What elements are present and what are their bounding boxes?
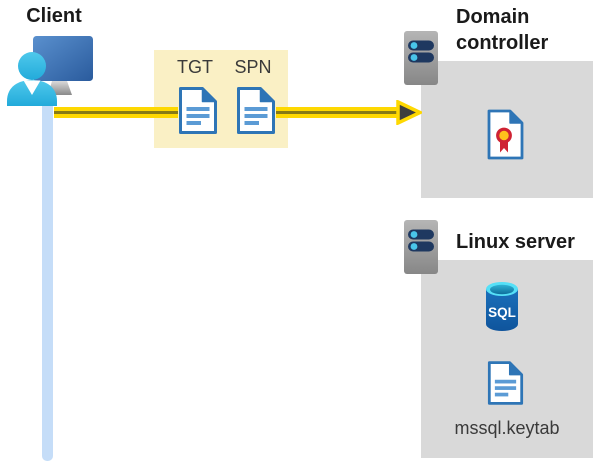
- spn-document-icon: [237, 87, 275, 134]
- database-top-inner: [490, 284, 514, 295]
- server-led: [410, 42, 418, 49]
- document-text-line: [494, 386, 517, 390]
- document-text-line: [186, 107, 210, 111]
- document-fold: [508, 361, 523, 376]
- request-arrow-line-right: [276, 107, 397, 118]
- keytab-document-icon: [487, 361, 524, 405]
- domain-controller-server-icon: [404, 31, 438, 85]
- certificate-seal: [496, 127, 512, 144]
- certificate-ribbon: [500, 140, 508, 153]
- arrow-head-shape: [396, 100, 422, 125]
- document-fold: [201, 87, 217, 103]
- monitor-icon: [33, 36, 93, 81]
- person-collar: [23, 80, 41, 95]
- server-led: [410, 243, 418, 250]
- document-text-line: [494, 379, 517, 384]
- sql-database-icon: SQL: [486, 282, 518, 331]
- document-text-line: [244, 114, 268, 118]
- document-text-line: [244, 107, 268, 111]
- spn-label: SPN: [234, 57, 272, 77]
- domain-controller-title: Domain controller: [456, 4, 598, 56]
- request-arrow-line-left: [54, 107, 178, 118]
- domain-controller-title-line1: Domain: [456, 6, 530, 28]
- document-text-line: [494, 392, 509, 397]
- sql-text: SQL: [488, 305, 516, 320]
- document-text-line: [186, 114, 210, 118]
- server-led: [410, 54, 418, 61]
- tgt-label: TGT: [177, 57, 213, 77]
- person-head: [18, 52, 46, 80]
- linux-server-title: Linux server: [456, 231, 575, 253]
- client-title: Client: [26, 5, 82, 27]
- document-text-line: [244, 121, 259, 125]
- certificate-icon: [487, 109, 524, 160]
- document-text-line: [186, 121, 201, 125]
- client-connection-line: [42, 93, 53, 461]
- document-fold: [259, 87, 275, 103]
- tgt-document-icon: [179, 87, 217, 134]
- keytab-filename-label: mssql.keytab: [454, 418, 560, 438]
- server-led: [410, 231, 418, 238]
- database-cylinder: [486, 289, 518, 331]
- domain-controller-title-line2: controller: [456, 32, 549, 54]
- client-workstation-icon: [7, 36, 93, 106]
- linux-server-icon: [404, 220, 438, 274]
- request-arrow-head-icon: [396, 100, 422, 125]
- certificate-fold: [509, 110, 523, 124]
